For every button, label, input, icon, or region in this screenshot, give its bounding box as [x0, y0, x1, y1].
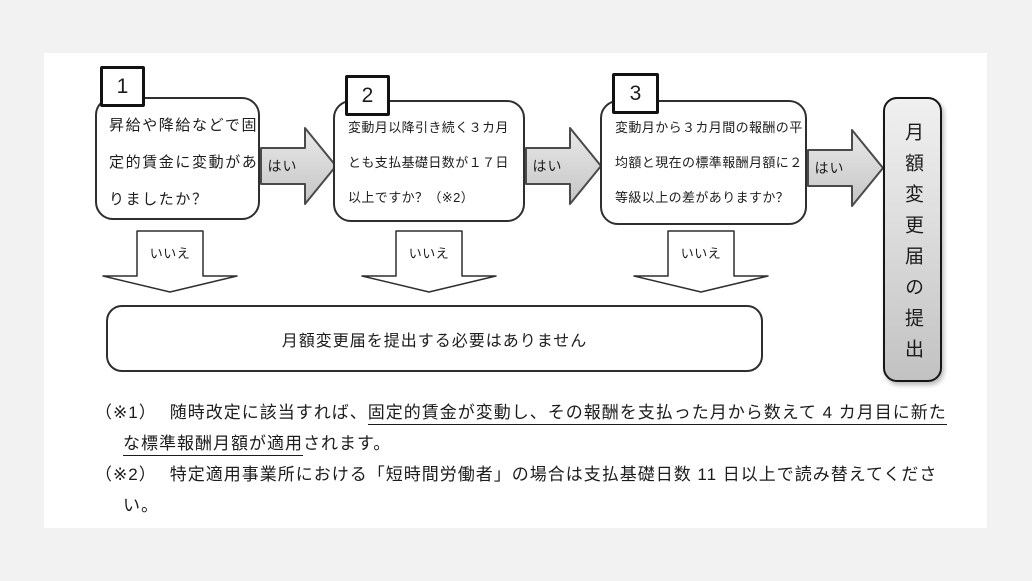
- step-1-number-badge: 1: [100, 66, 145, 107]
- step-2-line-3: 以上ですか？（※2）: [348, 190, 475, 205]
- footnote-2-marker: （※2）: [95, 465, 157, 484]
- footnote-1-marker: （※1）: [95, 403, 157, 422]
- step-1-line-2: 定的賃金に変動があ: [109, 154, 259, 171]
- step-3-line-2: 均額と現在の標準報酬月額に２: [615, 155, 803, 170]
- footnote-2-line-1: （※2） 特定適用事業所における「短時間労働者」の場合は支払基礎日数 11 日以上…: [95, 460, 937, 485]
- footnote-1-line-2: な標準報酬月額が適用されます。: [123, 429, 392, 456]
- right-block-arrow-icon: [807, 129, 884, 207]
- step-1-number: 1: [116, 74, 129, 98]
- step-1-line-3: りましたか？: [109, 191, 209, 208]
- footnote-1-text-underlined: 固定的賃金が変動し、その報酬を支払った月から数えて 4 カ月目に新た: [367, 403, 947, 425]
- step-2-number-badge: 2: [345, 75, 390, 116]
- step-1-line-1: 昇給や降給などで固: [109, 117, 259, 134]
- down-block-arrow-icon: [633, 230, 769, 293]
- yes-arrow-2: はい: [525, 127, 603, 205]
- yes-arrow-2-label: はい: [532, 158, 563, 174]
- step-3-number: 3: [629, 81, 642, 105]
- step-3-question-text: 変動月から３カ月間の報酬の平 均額と現在の標準報酬月額に２ 等級以上の差がありま…: [602, 102, 805, 215]
- step-2-question-box: 変動月以降引き続く３カ月 とも支払基礎日数が１７日 以上ですか？（※2）: [333, 100, 525, 222]
- no-arrow-1: いいえ: [102, 230, 238, 293]
- yes-arrow-1-label: はい: [267, 158, 298, 174]
- footnote-1-text-plain: 随時改定に該当すれば、: [169, 403, 368, 422]
- no-arrow-1-label: いいえ: [149, 246, 191, 261]
- flowchart-canvas: 1 昇給や降給などで固 定的賃金に変動があ りましたか？ はい: [44, 53, 987, 528]
- no-arrow-3-label: いいえ: [680, 246, 722, 261]
- step-2-line-1: 変動月以降引き続く３カ月: [348, 120, 509, 135]
- no-arrow-3: いいえ: [633, 230, 769, 293]
- submit-result-text: 月額変更届の提出: [902, 121, 923, 370]
- footnote-1-line-1: （※1） 随時改定に該当すれば、固定的賃金が変動し、その報酬を支払った月から数えて…: [95, 398, 947, 425]
- no-arrow-2: いいえ: [361, 230, 497, 293]
- footnote-2-continuation: い。: [123, 496, 159, 515]
- step-2-number: 2: [361, 83, 374, 107]
- no-submission-result-box: 月額変更届を提出する必要はありません: [106, 305, 763, 372]
- yes-arrow-3-label: はい: [814, 160, 845, 176]
- step-3-line-3: 等級以上の差がありますか？: [615, 190, 790, 205]
- step-3-line-1: 変動月から３カ月間の報酬の平: [615, 120, 803, 135]
- right-block-arrow-icon: [260, 127, 337, 205]
- step-1-question-text: 昇給や降給などで固 定的賃金に変動があ りましたか？: [97, 99, 258, 218]
- down-block-arrow-icon: [361, 230, 497, 293]
- no-arrow-2-label: いいえ: [408, 246, 450, 261]
- step-2-line-2: とも支払基礎日数が１７日: [348, 155, 509, 170]
- no-submission-result-text: 月額変更届を提出する必要はありません: [281, 332, 588, 350]
- yes-arrow-3: はい: [807, 129, 885, 207]
- footnote-2-text: 特定適用事業所における「短時間労働者」の場合は支払基礎日数 11 日以上で読み替…: [169, 465, 938, 484]
- step-1-question-box: 昇給や降給などで固 定的賃金に変動があ りましたか？: [95, 97, 260, 220]
- yes-arrow-1: はい: [260, 127, 338, 205]
- down-block-arrow-icon: [102, 230, 238, 293]
- step-2-question-text: 変動月以降引き続く３カ月 とも支払基礎日数が１７日 以上ですか？（※2）: [335, 102, 523, 215]
- footnote-2-line-2: い。: [123, 491, 159, 516]
- step-3-question-box: 変動月から３カ月間の報酬の平 均額と現在の標準報酬月額に２ 等級以上の差がありま…: [600, 100, 807, 225]
- right-block-arrow-icon: [525, 127, 602, 205]
- footnote-1-continuation-underlined: な標準報酬月額が適用: [123, 434, 303, 456]
- step-3-number-badge: 3: [612, 73, 659, 114]
- submit-result-box: 月額変更届の提出: [883, 97, 942, 382]
- footnote-1-continuation-plain: されます。: [303, 434, 392, 453]
